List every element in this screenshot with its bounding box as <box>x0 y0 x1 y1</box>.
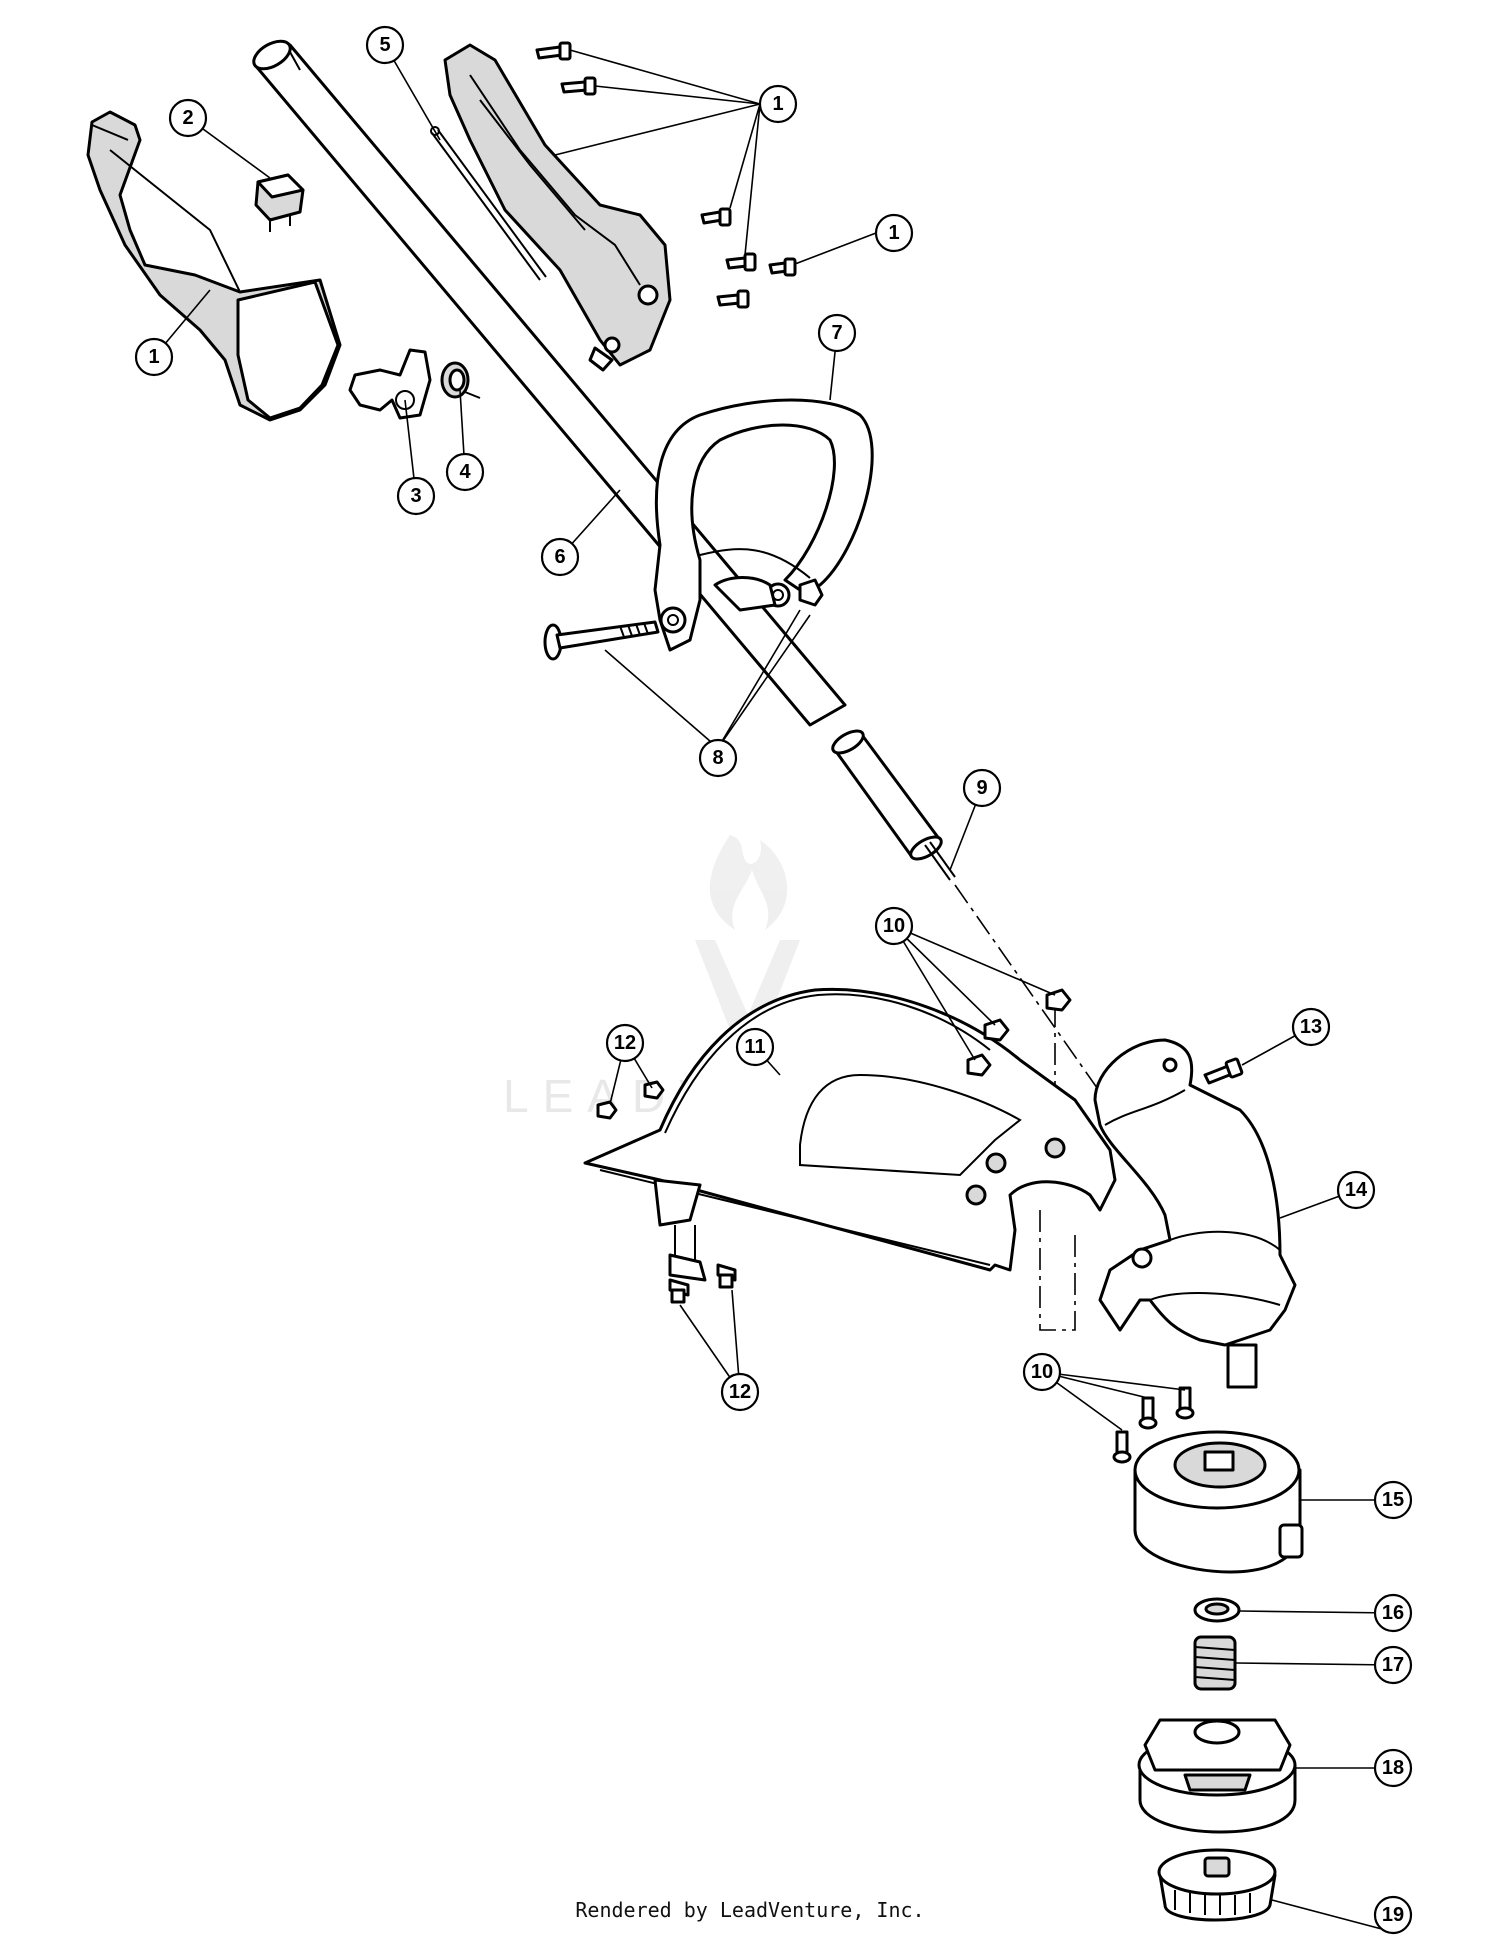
part-5-wire <box>430 126 547 281</box>
callout-12-lower: 12 <box>720 1372 760 1412</box>
callout-1-left: 1 <box>134 337 174 377</box>
callout-10-upper: 10 <box>874 906 914 946</box>
footer-credit: Rendered by LeadVenture, Inc. <box>575 1898 925 1922</box>
callout-1-right: 1 <box>874 213 914 253</box>
callout-8: 8 <box>698 738 738 778</box>
callout-9: 9 <box>962 768 1002 808</box>
part-9-shaft-coupler <box>831 729 956 881</box>
callout-label: 13 <box>1300 1016 1322 1038</box>
callout-13: 13 <box>1291 1007 1331 1047</box>
part-1-grip-housing-left <box>86 110 342 422</box>
part-7-assist-handle <box>653 398 874 652</box>
callout-label: 8 <box>712 747 723 769</box>
callout-14: 14 <box>1336 1170 1376 1210</box>
callout-label: 9 <box>976 777 987 799</box>
part-10-nuts <box>965 988 1072 1206</box>
part-17-spring <box>1193 1635 1237 1691</box>
callout-16: 16 <box>1373 1593 1413 1633</box>
callout-10-lower: 10 <box>1022 1352 1062 1392</box>
callout-label: 7 <box>831 322 842 344</box>
callout-label: 11 <box>744 1036 765 1058</box>
part-14-motor-housing <box>1093 1038 1297 1389</box>
callout-3: 3 <box>396 476 436 516</box>
part-8-bolt <box>543 620 660 661</box>
callout-label: 1 <box>888 222 899 244</box>
callout-label: 12 <box>614 1032 636 1054</box>
callout-label: 1 <box>148 346 159 368</box>
part-6-shaft-tube <box>252 39 847 727</box>
part-11-grass-guard <box>583 987 1117 1282</box>
callout-label: 19 <box>1382 1904 1404 1926</box>
callout-label: 15 <box>1382 1489 1404 1511</box>
callout-18: 18 <box>1373 1748 1413 1788</box>
part-18-spool <box>1137 1718 1297 1834</box>
callout-label: 10 <box>883 915 905 937</box>
callout-15: 15 <box>1373 1480 1413 1520</box>
callout-4: 4 <box>445 452 485 492</box>
callout-label: 3 <box>410 485 421 507</box>
callout-19: 19 <box>1373 1895 1413 1935</box>
callout-1-top: 1 <box>758 84 798 124</box>
callout-label: 16 <box>1382 1602 1404 1624</box>
part-1-handle-housing-right <box>443 43 672 372</box>
callout-11: 11 <box>735 1027 775 1067</box>
callout-2: 2 <box>168 98 208 138</box>
part-19-bump-knob <box>1157 1848 1277 1922</box>
part-10-screws <box>1112 1386 1195 1464</box>
callout-label: 18 <box>1382 1757 1404 1779</box>
callout-label: 6 <box>554 546 565 568</box>
part-16-washer <box>1193 1597 1241 1623</box>
part-12-fasteners <box>596 1080 737 1304</box>
callout-label: 17 <box>1382 1654 1404 1676</box>
part-4-spring <box>440 361 481 399</box>
callout-6: 6 <box>540 537 580 577</box>
callout-7: 7 <box>817 313 857 353</box>
callout-17: 17 <box>1373 1645 1413 1685</box>
callout-label: 5 <box>379 34 390 56</box>
part-3-trigger <box>348 348 432 420</box>
part-2-switch <box>254 173 305 232</box>
callout-12-upper: 12 <box>605 1023 645 1063</box>
callout-5: 5 <box>365 25 405 65</box>
callout-label: 4 <box>459 461 471 483</box>
callout-label: 12 <box>729 1381 751 1403</box>
part-1-screws <box>535 41 797 309</box>
part-13-screw <box>1203 1057 1244 1085</box>
callout-label: 1 <box>772 93 783 115</box>
callout-label: 14 <box>1345 1179 1368 1201</box>
flame-logo-icon <box>709 835 788 930</box>
callout-label: 2 <box>182 107 193 129</box>
callout-label: 10 <box>1031 1361 1053 1383</box>
part-15-spool-housing <box>1133 1430 1304 1574</box>
